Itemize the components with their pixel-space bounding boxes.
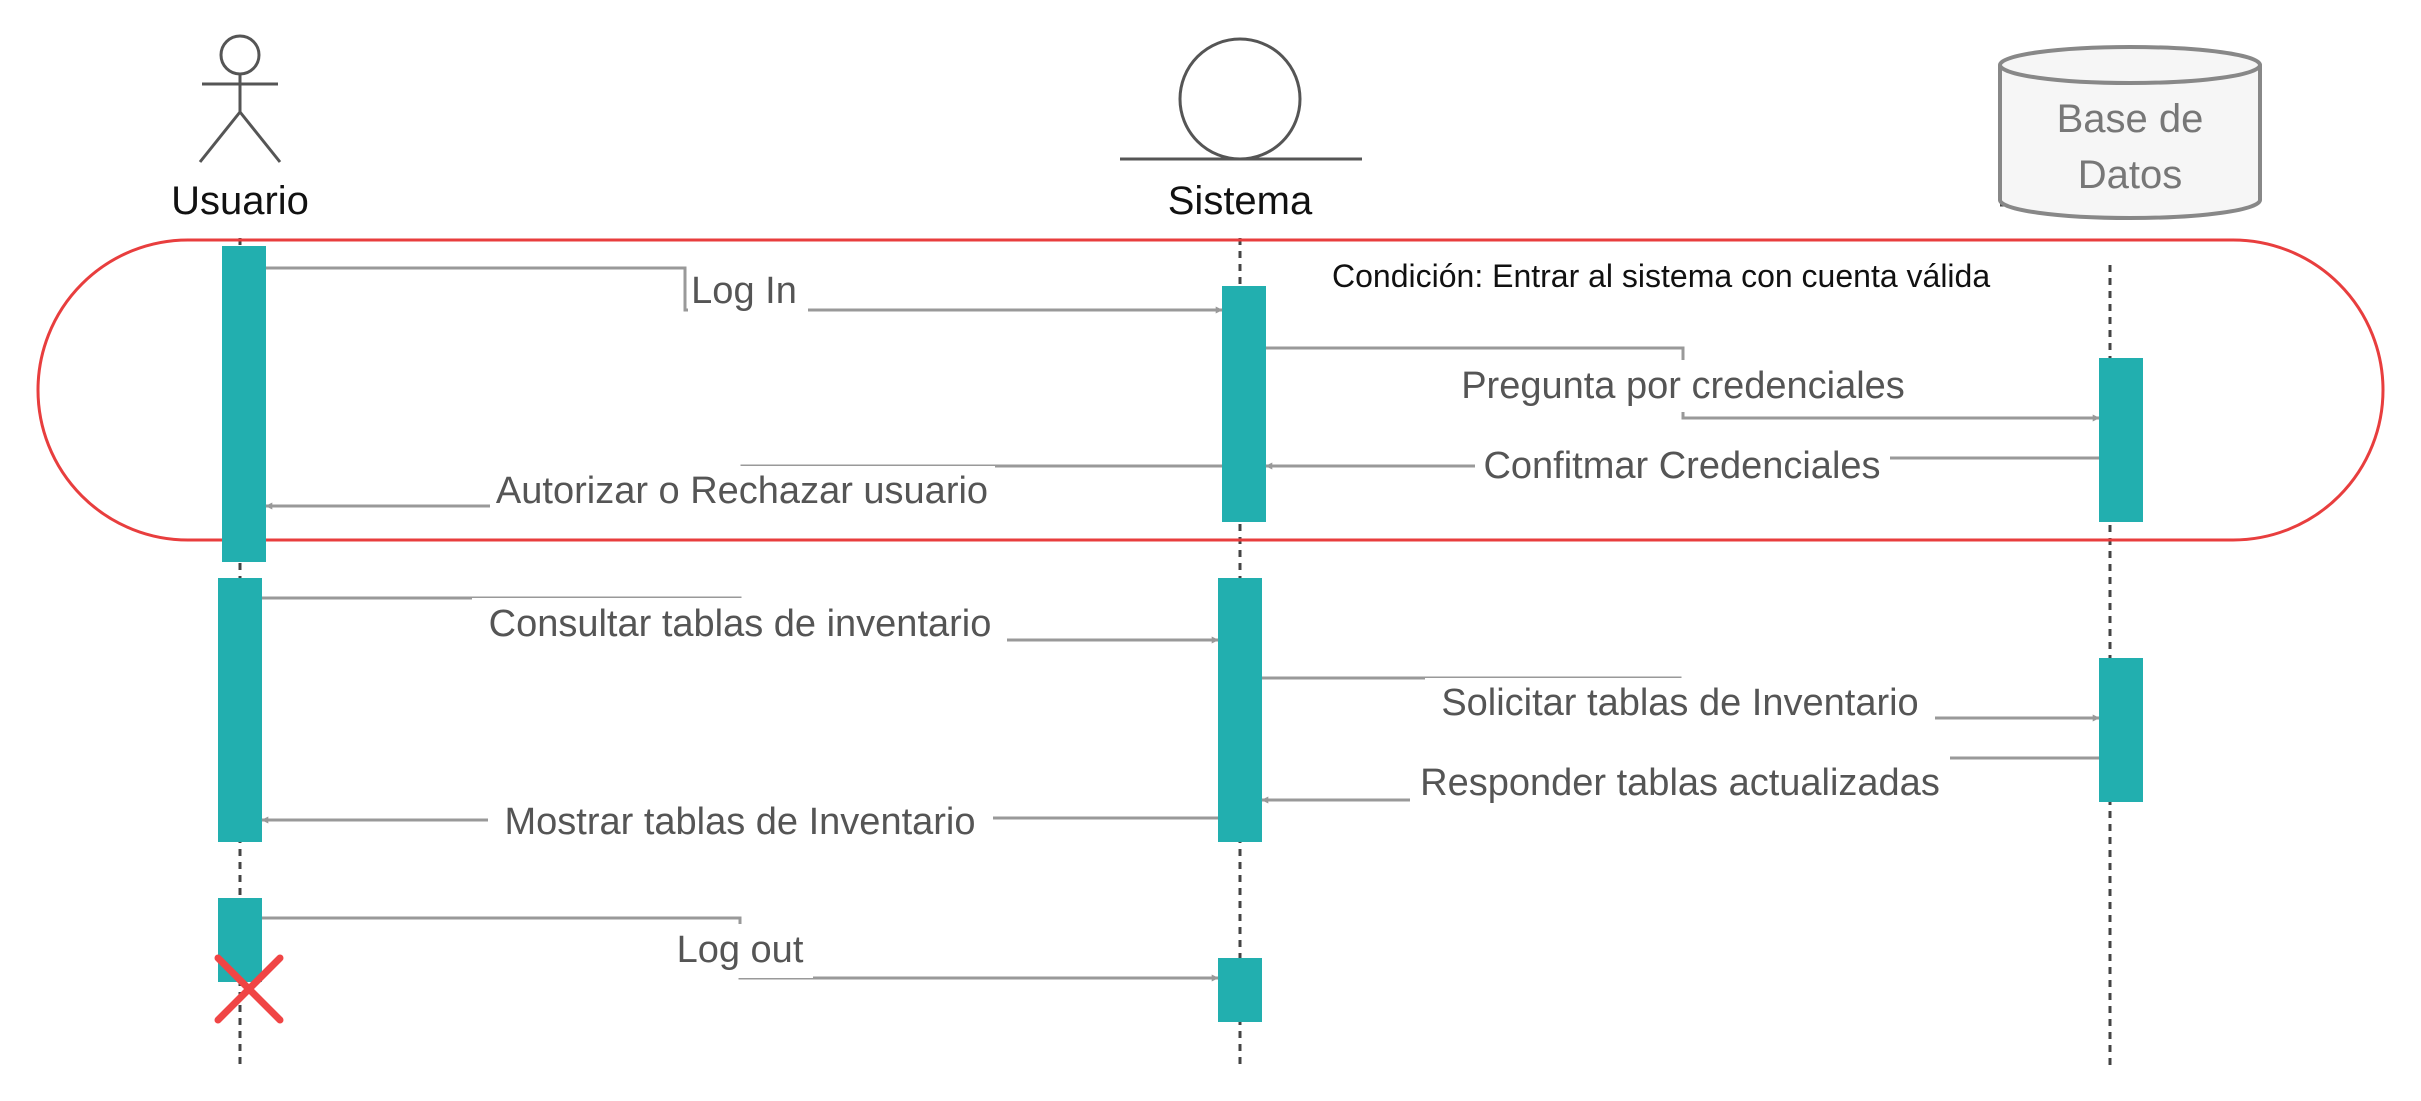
- message-label-mostrar-tablas: Mostrar tablas de Inventario: [504, 801, 975, 843]
- actor-stick-figure-icon: [198, 34, 282, 163]
- participant-db-label-line2: Datos: [2078, 153, 2183, 197]
- message-label-confirmar-credenciales: Confitmar Credenciales: [1483, 445, 1880, 487]
- message-label-log-in: Log In: [691, 270, 797, 312]
- message-label-solicitar-tablas: Solicitar tablas de Inventario: [1441, 682, 1918, 724]
- activation-db-1: [2099, 358, 2143, 522]
- participant-sistema-label: Sistema: [1168, 179, 1313, 223]
- message-label-responder-tablas: Responder tablas actualizadas: [1420, 762, 1940, 804]
- activation-db-2: [2099, 658, 2143, 802]
- destroy-x-icon: [214, 954, 284, 1024]
- participant-db-label-line1: Base de: [2057, 97, 2204, 141]
- message-label-log-out: Log out: [677, 929, 804, 971]
- activation-sistema-2: [1218, 578, 1262, 842]
- activation-sistema-1: [1222, 286, 1266, 522]
- message-label-pregunta-credenciales: Pregunta por credenciales: [1461, 365, 1905, 407]
- participant-usuario-label: Usuario: [171, 179, 309, 223]
- database-cylinder-icon: [1998, 45, 2262, 220]
- condition-fragment: [36, 238, 2385, 542]
- activation-usuario-2: [218, 578, 262, 842]
- activation-usuario-1: [222, 246, 266, 562]
- message-label-autorizar-rechazar: Autorizar o Rechazar usuario: [496, 470, 988, 512]
- control-circle-icon: [1120, 37, 1362, 161]
- message-arrow-log-in: [266, 266, 1223, 314]
- fragment-condition-label: Condición: Entrar al sistema con cuenta …: [1332, 258, 1990, 294]
- message-label-consultar-tablas: Consultar tablas de inventario: [489, 603, 992, 645]
- activation-sistema-3: [1218, 958, 1262, 1022]
